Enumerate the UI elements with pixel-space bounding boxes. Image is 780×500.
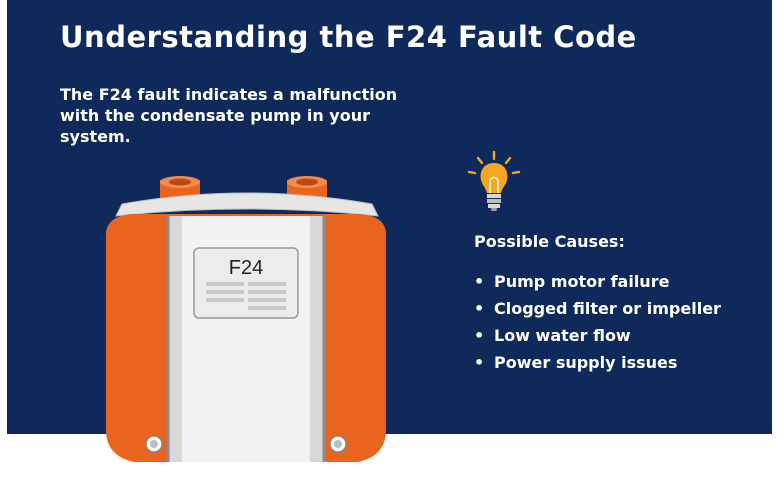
list-item: • Pump motor failure xyxy=(474,268,721,295)
list-item: • Low water flow xyxy=(474,322,721,349)
fault-code: F24 xyxy=(229,257,263,279)
bullet: • xyxy=(474,299,485,318)
list-item: • Power supply issues xyxy=(474,349,721,376)
cause-label: Power supply issues xyxy=(494,353,678,372)
causes-heading: Possible Causes: xyxy=(474,232,625,251)
bullet: • xyxy=(474,272,485,291)
fault-display: F24 xyxy=(193,247,299,319)
screw-right xyxy=(329,435,347,453)
list-item: • Clogged filter or impeller xyxy=(474,295,721,322)
condensate-pump-illustration: F24 xyxy=(106,176,386,462)
lightbulb-icon xyxy=(467,150,521,211)
page-title: Understanding the F24 Fault Code xyxy=(60,20,637,54)
cause-label: Clogged filter or impeller xyxy=(494,299,721,318)
bullet: • xyxy=(474,326,485,345)
cause-label: Low water flow xyxy=(494,326,631,345)
cause-label: Pump motor failure xyxy=(494,272,670,291)
screw-left xyxy=(145,435,163,453)
bullet: • xyxy=(474,353,485,372)
intro-text: The F24 fault indicates a malfunction wi… xyxy=(60,85,398,146)
causes-list: • Pump motor failure • Clogged filter or i… xyxy=(474,268,721,376)
